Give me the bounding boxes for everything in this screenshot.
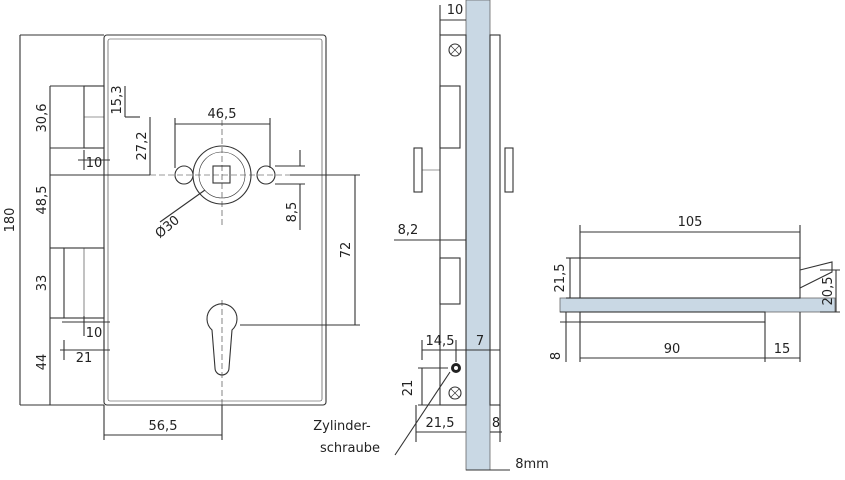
side-latch — [439, 85, 461, 149]
zylinderschraube-leader — [394, 371, 451, 456]
dim-15-3: 15,3 — [110, 86, 125, 115]
glass-pane — [465, 0, 491, 471]
dim-72: 72 — [339, 242, 354, 259]
dim-side-14-5: 14,5 — [426, 334, 455, 349]
dim-27-2: 27,2 — [135, 132, 150, 161]
top-view: 105 21,5 20,5 8 90 15 — [549, 215, 840, 362]
dim-top-8: 8 — [549, 352, 564, 360]
fixing-hole-left — [174, 165, 194, 185]
square-spindle-hole — [212, 165, 231, 184]
dim-side-7: 7 — [476, 334, 484, 349]
dim-side-8: 8 — [492, 416, 500, 431]
dim-side-21: 21 — [401, 380, 416, 397]
dim-side-10-top: 10 — [447, 3, 464, 18]
dim-total-height: 180 — [3, 208, 18, 233]
dim-44: 44 — [35, 354, 50, 371]
fixing-hole-right — [256, 165, 276, 185]
dim-30-6: 30,6 — [35, 104, 50, 133]
dim-side-21-5: 21,5 — [426, 416, 455, 431]
top-latch-protrusion — [799, 261, 833, 289]
front-view: 180 30,6 15,3 27,2 46,5 10 48,5 33 44 10… — [3, 34, 360, 440]
dim-10-top: 10 — [86, 156, 103, 171]
side-handle-collar-right — [504, 147, 514, 193]
dim-10-bottom: 10 — [86, 326, 103, 341]
top-cover-plate — [579, 311, 766, 323]
dim-33: 33 — [35, 275, 50, 292]
dim-top-20-5: 20,5 — [821, 277, 836, 306]
top-glass-pane — [559, 297, 836, 313]
dim-48-5: 48,5 — [35, 186, 50, 215]
dim-top-15: 15 — [774, 342, 791, 357]
dim-top-105: 105 — [678, 215, 703, 230]
top-lock-body — [579, 257, 801, 299]
side-deadbolt — [439, 257, 461, 305]
callout-zylinderschraube-line1: Zylinder- — [313, 419, 371, 434]
lock-body-inner-outline — [107, 38, 323, 402]
dim-side-8-2: 8,2 — [398, 223, 419, 238]
side-handle-collar-left — [413, 147, 423, 193]
dim-top-21-5: 21,5 — [553, 264, 568, 293]
dim-glass-thickness: 8mm — [515, 457, 549, 472]
dim-21-front: 21 — [76, 351, 93, 366]
dim-46-5: 46,5 — [208, 107, 237, 122]
dim-56-5: 56,5 — [149, 419, 178, 434]
side-view: 10 8,2 14,5 7 21 21,5 8 8mm Zylinder- sc… — [313, 0, 549, 472]
side-cover-plate — [489, 34, 501, 406]
dim-top-90: 90 — [664, 342, 681, 357]
callout-zylinderschraube-line2: schraube — [320, 441, 380, 456]
dim-8-5: 8,5 — [285, 202, 300, 223]
